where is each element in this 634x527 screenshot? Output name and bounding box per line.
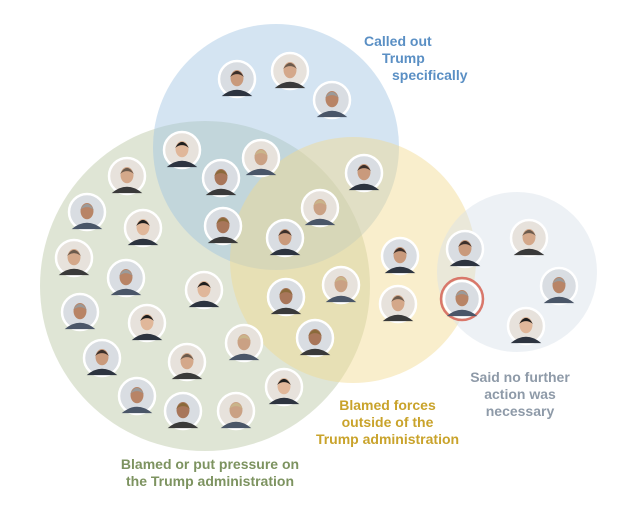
avatar [107,156,147,196]
label-no-action-line3: necessary [485,403,555,419]
avatar [60,292,100,332]
person-portrait-icon [295,318,335,358]
trump-portrait-icon [442,279,482,319]
person-portrait-icon [117,376,157,416]
avatar [162,130,202,170]
person-portrait-icon [506,306,546,346]
label-blamed-outside-line2: outside of the [341,414,434,430]
avatar [201,158,241,198]
person-portrait-icon [107,156,147,196]
person-portrait-icon [216,391,256,431]
label-called-out: Called out Trump specifically [352,33,472,84]
label-called-out-line3: specifically [392,67,468,83]
avatar [266,277,306,317]
person-portrait-icon [445,229,485,269]
label-no-action: Said no further action was necessary [455,369,585,420]
avatar [264,367,304,407]
avatar [82,338,122,378]
avatar [224,323,264,363]
avatar [445,229,485,269]
label-blamed-admin-line1: Blamed or put pressure on [120,456,300,472]
label-called-out-line1: Called out [364,33,432,49]
person-portrait-icon [509,218,549,258]
avatar [54,238,94,278]
avatar [67,192,107,232]
label-called-out-line2: Trump [382,50,425,66]
avatar-highlighted [439,276,485,322]
label-blamed-outside: Blamed forces outside of the Trump admin… [300,397,475,448]
person-portrait-icon [82,338,122,378]
person-portrait-icon [217,59,257,99]
person-portrait-icon [163,391,203,431]
label-blamed-admin-line2: the Trump administration [125,473,294,489]
avatar [378,284,418,324]
circle-blamed-outside [230,137,476,383]
person-portrait-icon [167,342,207,382]
person-portrait-icon [265,218,305,258]
person-portrait-icon [380,236,420,276]
avatar-group [54,51,579,431]
avatar [167,342,207,382]
person-portrait-icon [224,323,264,363]
person-portrait-icon [60,292,100,332]
person-portrait-icon [106,258,146,298]
avatar [203,206,243,246]
person-portrait-icon [67,192,107,232]
person-portrait-icon [201,158,241,198]
avatar [300,188,340,228]
person-portrait-icon [241,138,281,178]
person-portrait-icon [54,238,94,278]
person-portrait-icon [123,208,163,248]
avatar [241,138,281,178]
person-portrait-icon [344,153,384,193]
person-portrait-icon [321,265,361,305]
person-portrait-icon [264,367,304,407]
avatar [117,376,157,416]
avatar [265,218,305,258]
avatar [344,153,384,193]
avatar [106,258,146,298]
label-blamed-outside-line1: Blamed forces [339,397,436,413]
avatar [295,318,335,358]
avatar [321,265,361,305]
avatar [163,391,203,431]
avatar [270,51,310,91]
label-no-action-line1: Said no further [470,369,570,385]
label-blamed-outside-line3: Trump administration [315,431,460,447]
avatar [217,59,257,99]
avatar [184,270,224,310]
person-portrait-icon [203,206,243,246]
avatar [123,208,163,248]
person-portrait-icon [312,80,352,120]
label-blamed-admin: Blamed or put pressure on the Trump admi… [95,456,325,490]
avatar [509,218,549,258]
person-portrait-icon [266,277,306,317]
avatar [216,391,256,431]
avatar [127,303,167,343]
label-no-action-line2: action was [484,386,556,402]
person-portrait-icon [378,284,418,324]
avatar [380,236,420,276]
person-portrait-icon [162,130,202,170]
person-portrait-icon [300,188,340,228]
person-portrait-icon [539,266,579,306]
person-portrait-icon [184,270,224,310]
person-portrait-icon [127,303,167,343]
avatar [539,266,579,306]
avatar [506,306,546,346]
avatar [312,80,352,120]
person-portrait-icon [270,51,310,91]
